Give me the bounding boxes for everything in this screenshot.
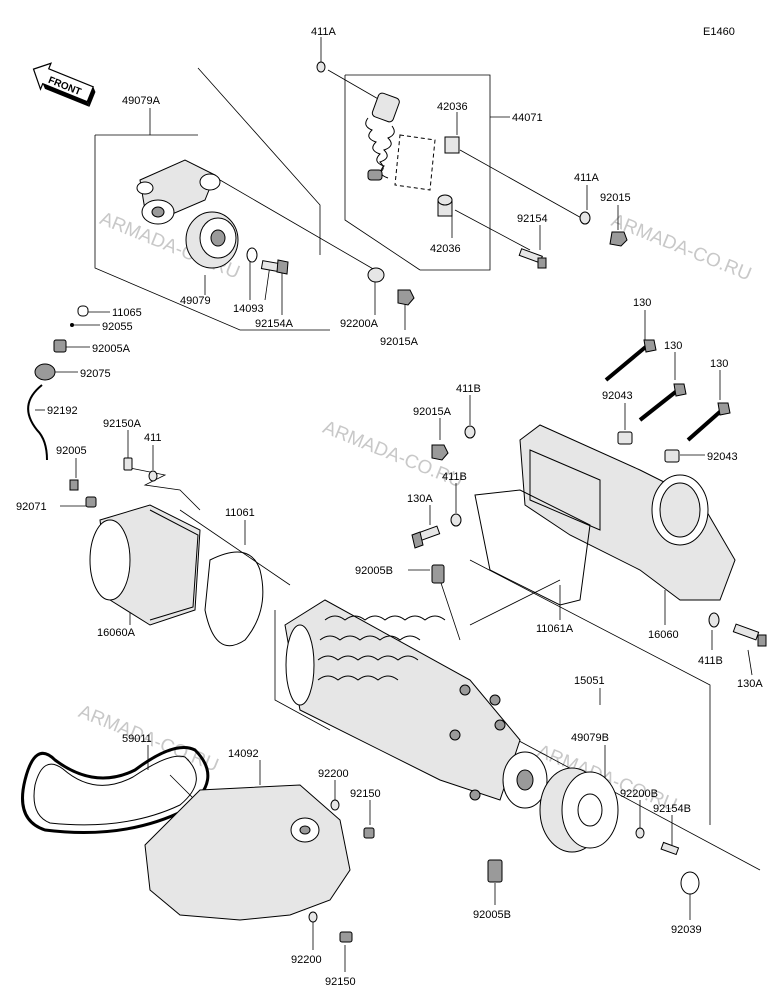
washer-411b-1	[464, 425, 476, 439]
group-frames	[94, 67, 711, 825]
collar-42036-b	[437, 194, 453, 217]
label-92071: 92071	[16, 501, 47, 513]
diagram-code: E1460	[703, 26, 735, 38]
label-92015-right: 92015	[600, 192, 631, 204]
bolt-130a-1	[411, 525, 441, 549]
oil-line-assembly	[27, 305, 158, 508]
washer-14093	[246, 247, 258, 263]
washer-411a-right	[579, 211, 591, 225]
washer-92200-2	[308, 911, 318, 923]
label-11061a: 11061A	[536, 623, 574, 635]
fitting-92005b-top	[431, 564, 445, 584]
label-16060: 16060	[648, 629, 679, 641]
label-92154: 92154	[517, 213, 548, 225]
drive-pulley-49079b	[539, 767, 619, 853]
gasket-11061a	[474, 489, 591, 606]
intake-cover-16060a	[89, 504, 201, 626]
part-labels: 411A 44071 42036 42036 411A 92015 92154 …	[16, 26, 763, 988]
bolt-92154b	[660, 841, 680, 856]
label-49079a: 49079A	[122, 95, 161, 107]
label-49079b: 49079B	[571, 732, 609, 744]
label-92150-1: 92150	[350, 788, 381, 800]
bolt-92150-1	[363, 827, 375, 839]
fitting-92005b-bottom	[487, 859, 503, 883]
label-92005a: 92005A	[92, 343, 131, 355]
bolt-130-2	[638, 383, 687, 422]
label-92005: 92005	[56, 445, 87, 457]
belt-cover-14092	[144, 784, 351, 921]
label-92055: 92055	[102, 321, 133, 333]
label-411b-1: 411B	[456, 383, 481, 395]
label-92075: 92075	[80, 368, 111, 380]
washer-92200b	[635, 827, 645, 839]
label-42036-a: 42036	[437, 101, 468, 113]
idler-pulley	[185, 211, 239, 269]
label-411-left: 411	[144, 432, 162, 444]
washer-411a-top	[316, 61, 326, 73]
label-92192: 92192	[47, 405, 78, 417]
label-411b-2: 411B	[442, 471, 467, 483]
label-92154a: 92154A	[255, 318, 294, 330]
label-130a-2: 130A	[737, 678, 763, 690]
bolt-130-1	[604, 339, 657, 382]
tensioner-arm	[136, 159, 221, 225]
label-411b-3: 411B	[698, 655, 723, 667]
outlet-housing-16060	[519, 424, 736, 601]
gasket-11061	[204, 551, 264, 647]
bolt-92154	[518, 248, 547, 269]
label-11065: 11065	[112, 307, 142, 319]
label-92043-2: 92043	[707, 451, 738, 463]
label-92150a: 92150A	[103, 418, 142, 430]
washer-92200-1	[330, 799, 340, 811]
label-92005b-2: 92005B	[473, 909, 511, 921]
label-92015a: 92015A	[380, 336, 419, 348]
label-49079: 49079	[180, 295, 211, 307]
tensioner-damper	[365, 92, 436, 191]
label-92039: 92039	[671, 924, 702, 936]
cap-92039	[680, 871, 700, 895]
drive-belt-59011	[21, 746, 210, 834]
label-92200-1: 92200	[318, 768, 349, 780]
dowel-92043-2	[664, 449, 680, 463]
label-16060a: 16060A	[97, 627, 136, 639]
washer-411b-2	[450, 513, 462, 527]
label-130-2: 130	[664, 340, 682, 352]
label-92043-1: 92043	[602, 390, 633, 402]
label-92200-2: 92200	[291, 954, 322, 966]
label-59011: 59011	[122, 733, 152, 745]
label-411a-right: 411A	[574, 172, 600, 184]
bolt-130a-2	[732, 623, 767, 647]
leader-lines	[35, 37, 761, 972]
label-130a-1: 130A	[407, 493, 433, 505]
collar-42036-a	[444, 136, 460, 154]
label-92005b-1: 92005B	[355, 565, 393, 577]
washer-411b-3	[708, 612, 720, 628]
label-92200b: 92200B	[620, 788, 658, 800]
front-arrow-icon: FRONT	[32, 62, 96, 107]
washer-92200a	[367, 267, 385, 283]
label-411a-top: 411A	[311, 26, 337, 38]
bolt-130-3	[686, 402, 731, 442]
label-42036-b: 42036	[430, 243, 461, 255]
label-130-1: 130	[633, 297, 651, 309]
label-92015a-2: 92015A	[413, 406, 452, 418]
label-14092: 14092	[228, 748, 259, 760]
nut-92015a-2	[431, 444, 449, 461]
label-92154b: 92154B	[653, 803, 691, 815]
label-11061: 11061	[225, 507, 255, 519]
nut-92015-right	[609, 231, 628, 247]
bolt-92154a	[260, 259, 289, 275]
supercharger-assembly	[284, 599, 548, 809]
label-44071: 44071	[512, 112, 543, 124]
label-130-3: 130	[710, 358, 728, 370]
label-15051: 15051	[574, 675, 605, 687]
bolt-92150-2	[339, 931, 353, 943]
nut-92015a	[397, 289, 415, 306]
watermark-2: ARMADA-CO.RU	[608, 210, 754, 285]
dowel-92043-1	[617, 431, 633, 445]
label-14093: 14093	[233, 303, 264, 315]
label-92150-2: 92150	[325, 976, 356, 988]
label-92200a: 92200A	[340, 318, 379, 330]
